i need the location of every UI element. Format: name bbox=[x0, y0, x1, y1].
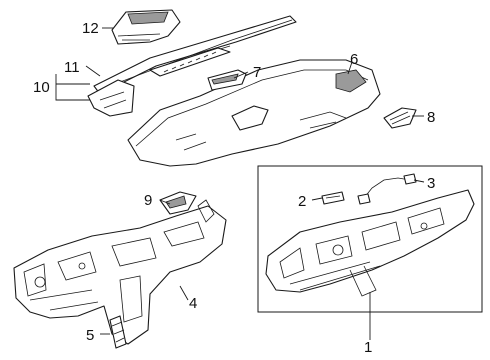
part-1-reinforcement-assembly bbox=[265, 189, 475, 297]
callout-3: 3 bbox=[427, 175, 435, 192]
leader-lines bbox=[55, 27, 425, 340]
part-3-wire-harness bbox=[357, 173, 417, 205]
part-5-support-bracket bbox=[109, 315, 127, 349]
part-8-air-outlet bbox=[383, 107, 417, 129]
part-2-clip bbox=[321, 191, 345, 205]
callout-1: 1 bbox=[364, 339, 372, 356]
part-11-defrost-molding bbox=[87, 15, 297, 117]
part-7-trim-panel bbox=[207, 69, 247, 91]
callout-9: 9 bbox=[144, 192, 152, 209]
callout-5: 5 bbox=[86, 327, 94, 344]
callout-12: 12 bbox=[82, 20, 99, 37]
callout-8: 8 bbox=[427, 109, 435, 126]
part-12-upper-bezel bbox=[111, 9, 181, 45]
callout-2: 2 bbox=[298, 193, 306, 210]
part-6-instrument-panel-cover bbox=[127, 45, 381, 167]
callout-4: 4 bbox=[189, 295, 197, 312]
part-9-bracket bbox=[159, 191, 197, 215]
callout-6: 6 bbox=[350, 51, 358, 68]
part-4-cross-car-beam bbox=[13, 199, 227, 345]
callout-11: 11 bbox=[64, 59, 80, 76]
callout-10: 10 bbox=[33, 79, 50, 96]
callout-7: 7 bbox=[253, 64, 261, 81]
